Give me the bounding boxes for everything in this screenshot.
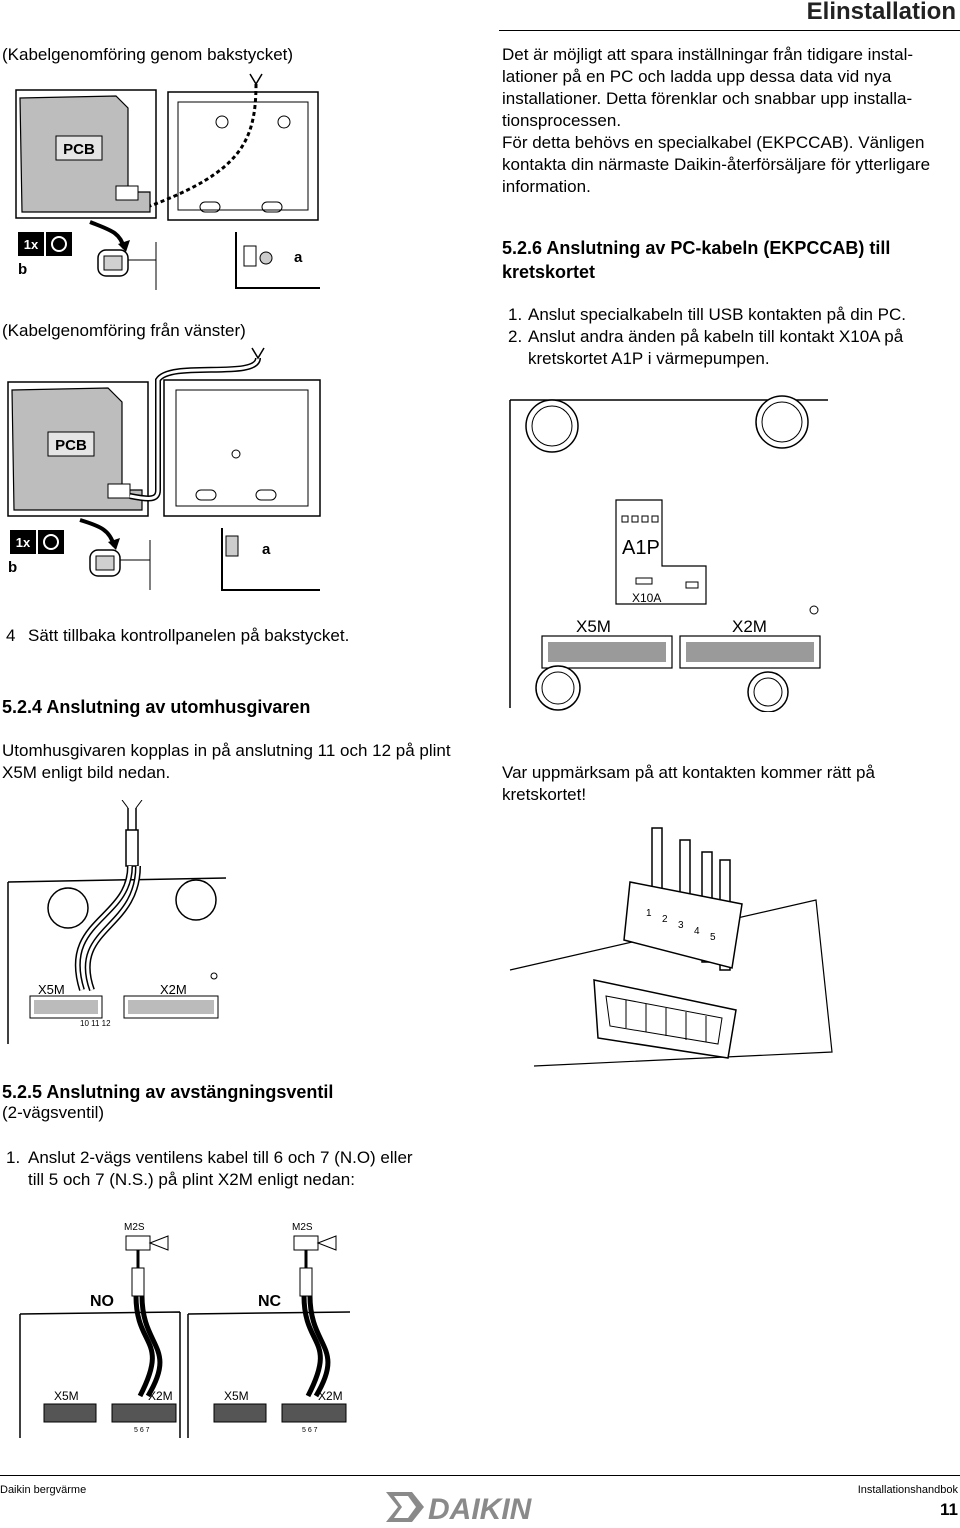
intro-line-1: Det är möjligt att spara inställningar f… [502, 45, 914, 64]
intro-line-3: installationer. Detta förenklar och snab… [502, 89, 913, 108]
step-4-number: 4 [6, 626, 16, 645]
pin-4: 4 [694, 926, 700, 937]
step-4-text: Sätt tillbaka kontrollpanelen på bakstyc… [28, 626, 350, 645]
figure-outdoor-sensor-wiring: X5M X2M 10 11 12 [7, 800, 227, 1044]
x5m-label: X5M [576, 617, 611, 636]
page-header-title: Elinstallation [806, 0, 956, 25]
footer-left-text: Daikin bergvärme [0, 1484, 87, 1496]
no-x5m-label: X5M [54, 1389, 79, 1403]
section-5-2-5-subtitle: (2-vägsventil) [2, 1103, 105, 1122]
page-number: 11 [940, 1500, 958, 1519]
step-number: 2. [508, 327, 523, 346]
pcb-label-2: PCB [55, 437, 87, 454]
label-a-2: a [262, 541, 271, 558]
nc-terminal-numbers: 5 6 7 [302, 1427, 318, 1434]
nc-label: NC [258, 1293, 282, 1310]
valve-wiring-nc: M2S NC X5M X2M 5 6 7 [187, 1222, 351, 1438]
label-a: a [294, 249, 303, 266]
intro-line-4: tionsprocessen. [502, 111, 622, 130]
warning-text: Var uppmärksam på att kontakten kommer r… [502, 763, 875, 804]
caption-back-entry: (Kabelgenomföring genom bakstycket) [2, 45, 294, 64]
no-terminal-numbers: 5 6 7 [134, 1427, 150, 1434]
footer-rule [0, 1475, 960, 1476]
step-text: Anslut andra änden på kabeln till kontak… [528, 327, 904, 368]
figure-pcb-x10a: A1P X10A X5M X2M [509, 395, 828, 712]
figure-cable-from-left: PCB 1x b a [7, 347, 321, 591]
m2s-label-no: M2S [124, 1222, 145, 1233]
list-item: 2. Anslut andra änden på kabeln till kon… [508, 326, 958, 370]
pin-5: 5 [710, 932, 716, 943]
label-b: b [18, 261, 27, 278]
step-text: Anslut specialkabeln till USB kontakten … [528, 305, 906, 324]
figure-valve-wiring: M2S NO X5M X2M 5 6 7 M2S NC X5M X2M 5 6 … [19, 1222, 351, 1438]
section-5-2-6-title: 5.2.6 Anslutning av PC-kabeln (EKPCCAB) … [502, 238, 891, 282]
section-5-2-4-title: 5.2.4 Anslutning av utomhusgivaren [2, 697, 311, 717]
intro-line-5: För detta behövs en specialkabel (EKPCCA… [502, 133, 925, 152]
section-5-2-4-text: Utomhusgivaren kopplas in på anslutning … [2, 741, 451, 782]
intro-line-7: information. [502, 177, 591, 196]
no-x2m-label: X2M [148, 1389, 173, 1403]
daikin-logo: DAIKIN [386, 1492, 533, 1526]
footer-right-text: Installationshandbok [857, 1484, 958, 1496]
daikin-logo-text: DAIKIN [428, 1493, 533, 1526]
section-5-2-5-step-1-number: 1. [6, 1148, 21, 1167]
pin-1: 1 [646, 908, 652, 919]
a1p-label: A1P [622, 537, 660, 559]
nc-x5m-label: X5M [224, 1389, 249, 1403]
m2s-label-nc: M2S [292, 1222, 313, 1233]
valve-wiring-no: M2S NO X5M X2M 5 6 7 [19, 1222, 181, 1438]
terminal-numbers-1112: 10 11 12 [80, 1019, 111, 1028]
figure-connector-orientation: 1 2 3 4 5 [509, 827, 833, 1067]
list-item: 1. Anslut specialkabeln till USB kontakt… [508, 304, 958, 326]
step-number: 1. [508, 305, 523, 324]
x2m-label: X2M [732, 617, 767, 636]
x10a-label: X10A [632, 591, 661, 605]
quantity-badge-2: 1x [16, 535, 31, 550]
terminal-x5m-label: X5M [38, 982, 65, 997]
pin-3: 3 [678, 920, 684, 931]
section-5-2-6-steps: 1. Anslut specialkabeln till USB kontakt… [508, 304, 958, 370]
terminal-x2m-label: X2M [160, 982, 187, 997]
section-5-2-5-title: 5.2.5 Anslutning av avstängningsventil [2, 1082, 334, 1102]
intro-line-2: lationer på en PC och ladda upp dessa da… [502, 67, 892, 86]
pcb-label: PCB [63, 141, 95, 158]
caption-left-entry: (Kabelgenomföring från vänster) [2, 321, 246, 340]
label-b-2: b [8, 559, 17, 576]
figure-cable-through-back: PCB 1x b a [15, 73, 320, 290]
quantity-badge: 1x [24, 237, 39, 252]
intro-line-6: kontakta din närmaste Daikin-återförsälj… [502, 155, 931, 174]
nc-x2m-label: X2M [318, 1389, 343, 1403]
header-rule [499, 30, 960, 31]
intro-paragraph: Det är möjligt att spara inställningar f… [502, 44, 958, 198]
section-5-2-5-step-1-text: Anslut 2-vägs ventilens kabel till 6 och… [28, 1148, 413, 1189]
pin-2: 2 [662, 914, 668, 925]
no-label: NO [90, 1293, 114, 1310]
